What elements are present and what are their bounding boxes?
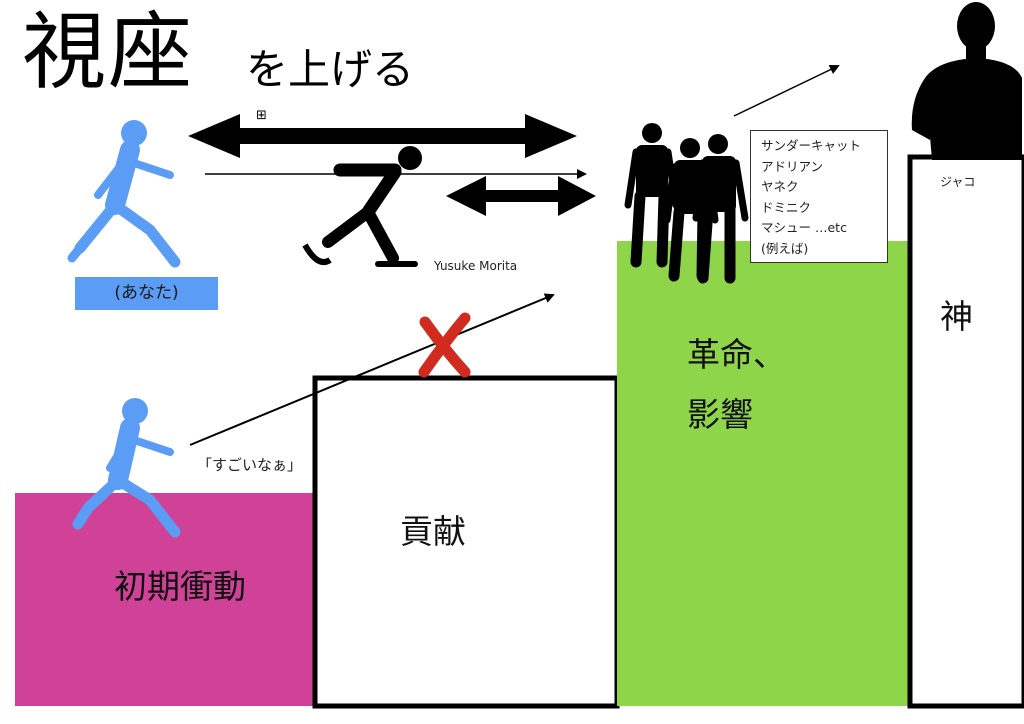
contribution-block <box>312 375 620 709</box>
name-item: アドリアン <box>761 158 824 174</box>
name-item: ヤネク <box>761 179 799 194</box>
runner-bottom-icon <box>72 398 181 538</box>
revolution-block <box>617 241 910 706</box>
names-box: サンダーキャット アドリアン ヤネク ドミニク マシュー …etc (例えば) <box>750 130 888 263</box>
god-block <box>907 154 1024 709</box>
stage-label-god: 神 <box>940 297 973 336</box>
author-name: Yusuke Morita <box>434 259 518 273</box>
grid-small-icon: ⊞ <box>256 108 267 123</box>
page-title: 視座 <box>22 3 195 101</box>
stage-label-contribution: 貢献 <box>400 512 466 551</box>
runner-top-icon <box>67 120 181 268</box>
short-double-arrow <box>446 176 596 216</box>
wide-double-arrow <box>188 114 577 158</box>
skater-pictogram-icon <box>302 146 422 267</box>
diagonal-arrow-main <box>189 293 555 446</box>
name-item: サンダーキャット <box>761 138 862 153</box>
impulse-block <box>15 493 315 706</box>
red-cross-icon <box>418 312 471 378</box>
name-item: ドミニク <box>761 199 812 215</box>
diagonal-arrow-top <box>733 64 840 117</box>
group-silhouette-icon <box>624 123 749 284</box>
stage-label-revolution-2: 影響 <box>687 395 753 434</box>
quote-label: 「すごいなぁ」 <box>197 456 303 474</box>
you-label: (あなた) <box>75 277 218 310</box>
name-item: マシュー …etc <box>761 220 847 235</box>
god-silhouette-icon <box>911 2 1022 160</box>
god-name-label: ジャコ <box>940 175 976 189</box>
name-item: (例えば) <box>761 240 809 256</box>
stage-label-impulse: 初期衝動 <box>114 567 246 606</box>
stage-label-revolution-1: 革命、 <box>687 335 786 374</box>
page-subtitle: を上げる <box>246 45 415 94</box>
